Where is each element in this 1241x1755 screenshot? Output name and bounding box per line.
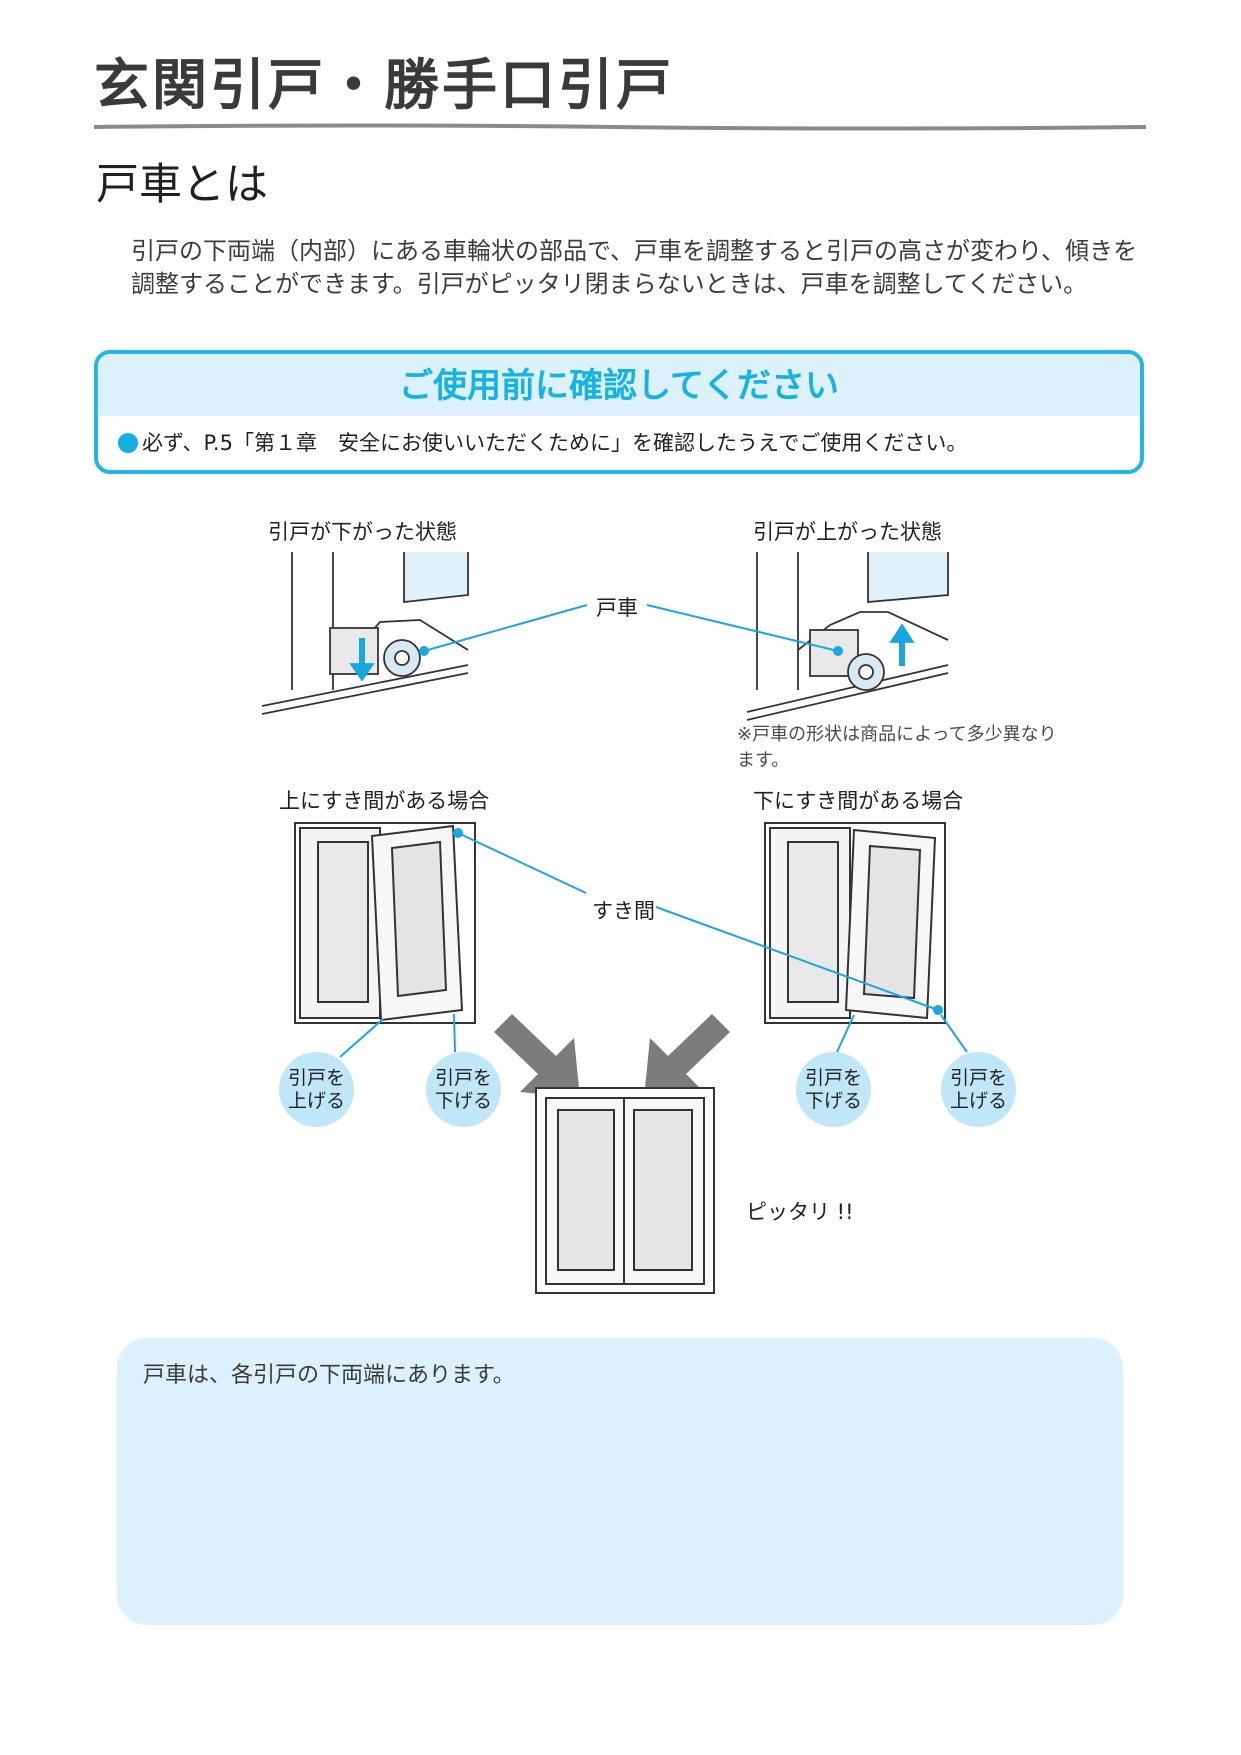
notice-text: 必ず、P.5「第１章 安全にお使いいただくために」を確認したうえでご使用ください…: [142, 431, 968, 455]
notice-box: ご使用前に確認してください 必ず、P.5「第１章 安全にお使いいただくために」を…: [94, 350, 1144, 474]
notice-title: ご使用前に確認してください: [98, 354, 1140, 416]
bubble-raise-right: 引戸を上げる: [941, 1052, 1016, 1127]
result-label: ピッタリ !!: [746, 1200, 854, 1224]
gap-bottom-window: [764, 822, 946, 1024]
title-divider: [94, 123, 1146, 131]
roller-callout-lines: [419, 604, 843, 656]
section-title: 戸車とは: [96, 160, 268, 210]
caption-gap-top: 上にすき間がある場合: [279, 789, 490, 813]
intro-text: 引戸の下両端（内部）にある車輪状の部品で、戸車を調整すると引戸の高さが変わり、傾…: [131, 237, 1138, 298]
location-panel: [117, 1338, 1123, 1625]
roller-label: 戸車: [596, 596, 638, 620]
gap-label: すき間: [592, 899, 655, 923]
caption-lowered: 引戸が下がった状態: [268, 520, 457, 544]
bubble-lower-right: 引戸を下げる: [796, 1052, 871, 1127]
caption-gap-bottom: 下にすき間がある場合: [753, 789, 964, 813]
bullet-icon: [118, 433, 138, 453]
bubble-raise-left: 引戸を上げる: [279, 1052, 354, 1127]
gap-top-window: [294, 822, 476, 1024]
closed-window: [535, 1087, 715, 1294]
location-text: 戸車は、各引戸の下両端にあります。: [143, 1363, 515, 1388]
arrow-icon-right: [644, 1014, 730, 1098]
arrow-icon-left: [494, 1014, 580, 1098]
lowered-door-illustration: [261, 552, 469, 715]
page-title: 玄関引戸・勝手口引戸: [94, 53, 675, 117]
notice-body: 必ず、P.5「第１章 安全にお使いいただくために」を確認したうえでご使用ください…: [98, 416, 1140, 470]
bubble-lower-left: 引戸を下げる: [426, 1052, 501, 1127]
gap-callout-lines: [339, 828, 968, 1058]
shape-note: ※戸車の形状は商品によって多少異なります。: [737, 724, 1057, 771]
caption-raised: 引戸が上がった状態: [753, 520, 942, 544]
